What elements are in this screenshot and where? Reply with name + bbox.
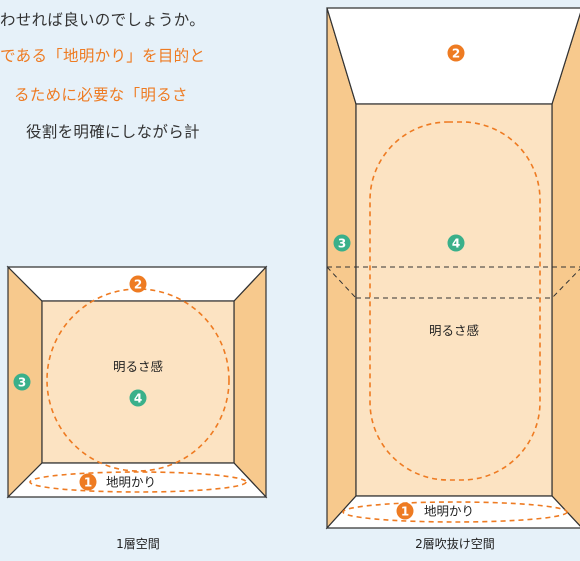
single-badge-1-text: 1 xyxy=(84,476,92,490)
double-floor xyxy=(325,495,580,529)
single-right-wall xyxy=(233,265,267,499)
single-badge-3-text: 3 xyxy=(18,376,26,390)
double-label-brightness: 明るさ感 xyxy=(429,323,479,338)
double-badge-3 xyxy=(333,234,351,252)
double-badge-1 xyxy=(396,502,414,520)
double-floor-ellipse xyxy=(342,501,568,523)
single-badge-2-text: 2 xyxy=(134,278,142,292)
single-floor xyxy=(6,462,268,498)
single-floor-ellipse xyxy=(29,471,247,493)
intro-line-2: である「地明かり」を目的と xyxy=(0,47,206,65)
double-badge-1-text: 1 xyxy=(401,505,409,519)
single-label-ground-light: 地明かり xyxy=(106,475,156,490)
single-label-brightness: 明るさ感 xyxy=(113,359,163,374)
double-brightness-area xyxy=(369,121,541,481)
intro-line-3: るために必要な「明るさ xyxy=(14,86,188,104)
single-badge-2 xyxy=(129,275,147,293)
double-badge-3-text: 3 xyxy=(338,237,346,251)
single-badge-4-text: 4 xyxy=(134,392,142,406)
double-caption: 2層吹抜け空間 xyxy=(415,537,495,551)
double-label-ground-light: 地明かり xyxy=(424,504,474,519)
double-mid-diag-left xyxy=(326,266,357,299)
single-story-diagram: 2 3 4 1 明るさ感 地明かり 1層空間 xyxy=(6,265,268,551)
single-badge-4 xyxy=(129,389,147,407)
single-back-wall xyxy=(41,300,235,464)
single-brightness-circle xyxy=(46,288,230,472)
intro-line-4: 役割を明確にしながら計 xyxy=(26,123,200,141)
double-badge-2 xyxy=(447,44,465,62)
double-back-wall xyxy=(355,103,553,497)
double-story-diagram: 2 3 4 1 明るさ感 地明かり 2層吹抜け空間 xyxy=(325,7,580,551)
single-badge-1 xyxy=(79,473,97,491)
single-badge-3 xyxy=(13,373,31,391)
intro-line-1: わせれば良いのでしょうか。 xyxy=(0,11,206,29)
double-badge-4-text: 4 xyxy=(452,237,460,251)
double-mid-diag-right xyxy=(551,268,580,299)
double-badge-2-text: 2 xyxy=(452,47,460,61)
double-badge-4 xyxy=(447,234,465,252)
single-caption: 1層空間 xyxy=(116,537,160,551)
